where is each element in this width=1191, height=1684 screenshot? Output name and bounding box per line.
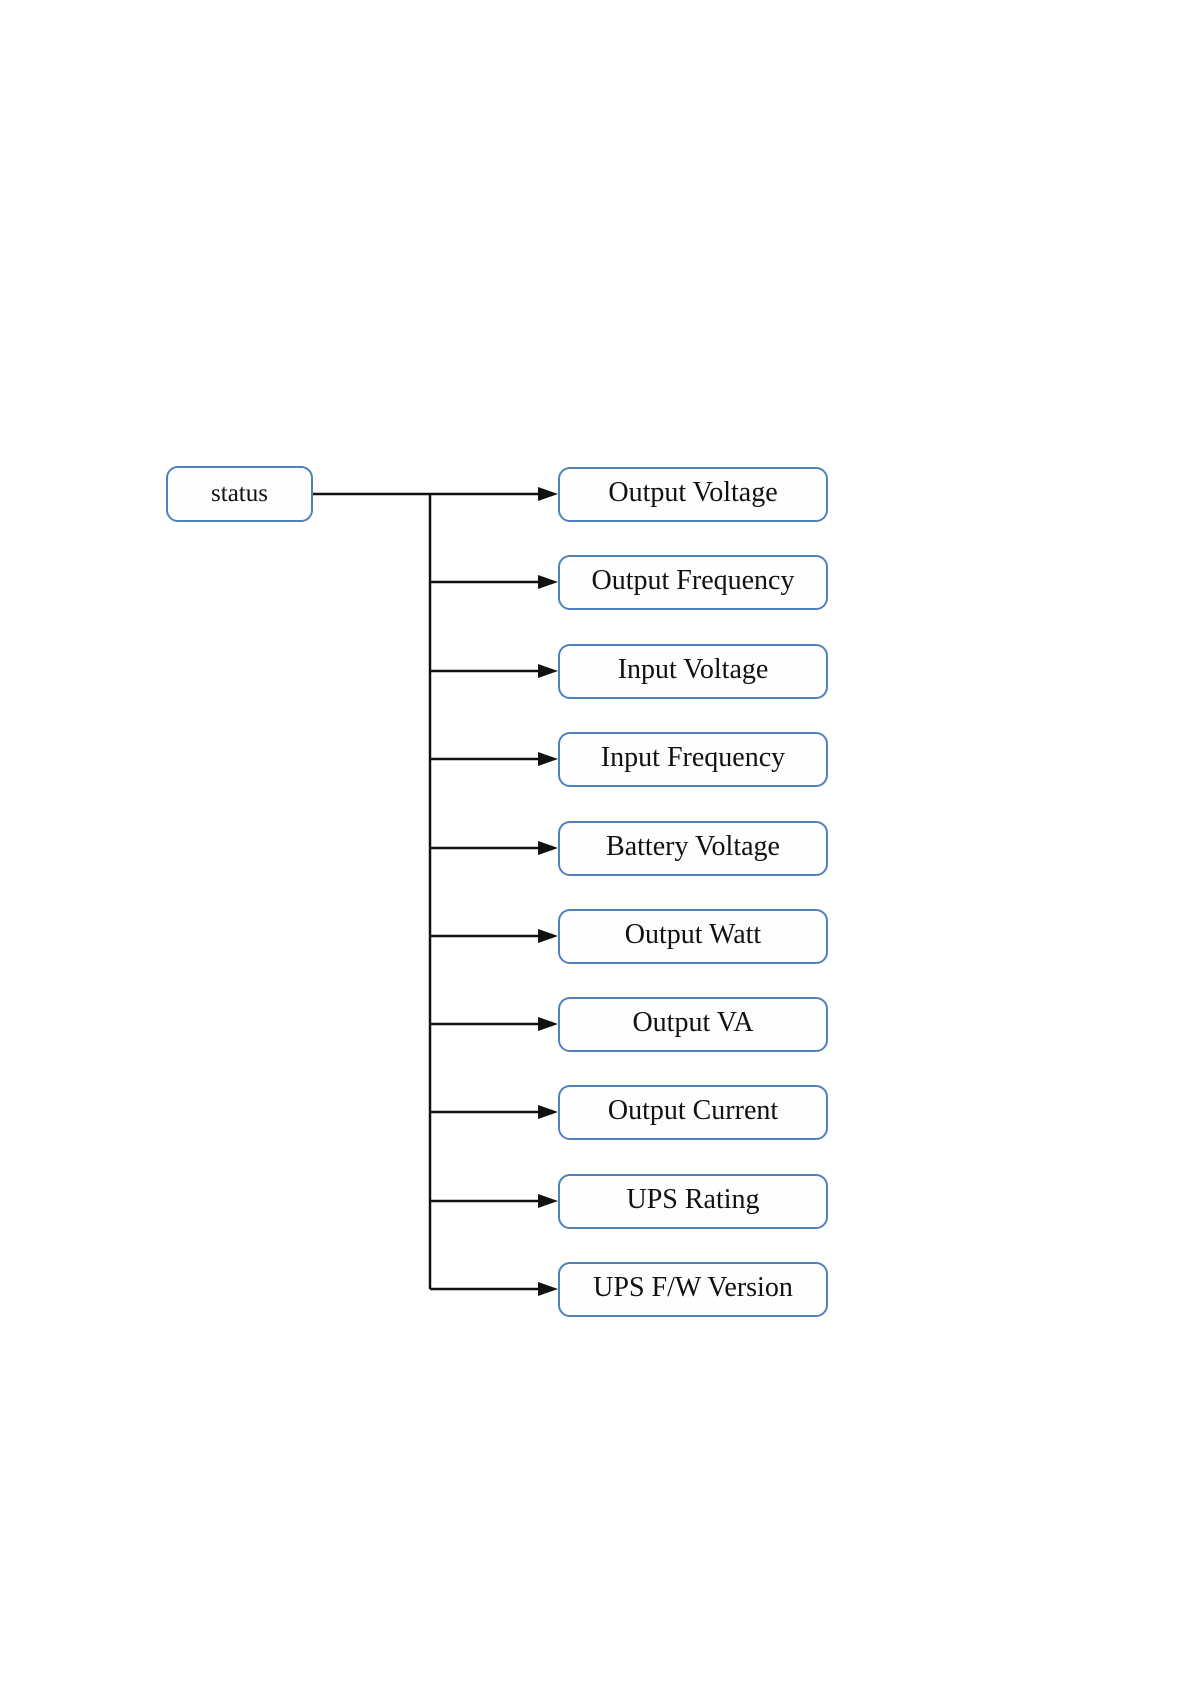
node-status: status — [166, 466, 313, 522]
arrowhead-icon — [538, 1105, 558, 1119]
node-label: Output Voltage — [608, 477, 778, 508]
node-output-watt: Output Watt — [558, 908, 828, 964]
arrowhead-icon — [538, 487, 558, 501]
node-battery-voltage: Battery Voltage — [558, 820, 828, 876]
node-ups-rating: UPS Rating — [558, 1173, 828, 1229]
node-label: Input Voltage — [617, 654, 769, 685]
arrowhead-icon — [538, 841, 558, 855]
node-label: status — [211, 479, 268, 507]
arrowhead-icon — [538, 1282, 558, 1296]
arrowhead-icon — [538, 752, 558, 766]
node-input-frequency: Input Frequency — [558, 731, 828, 787]
node-label: Battery Voltage — [606, 831, 780, 862]
node-output-frequency: Output Frequency — [558, 554, 828, 610]
arrowhead-icon — [538, 664, 558, 678]
node-ups-f-w-version: UPS F/W Version — [558, 1261, 828, 1317]
node-label: Output Frequency — [591, 565, 795, 596]
node-input-voltage: Input Voltage — [558, 643, 828, 699]
node-label: Output Current — [607, 1095, 779, 1126]
arrowhead-icon — [538, 1194, 558, 1208]
node-label: Input Frequency — [600, 742, 786, 773]
arrowhead-icon — [538, 1017, 558, 1031]
node-label: UPS Rating — [626, 1184, 760, 1215]
node-output-voltage: Output Voltage — [558, 466, 828, 522]
node-output-va: Output VA — [558, 996, 828, 1052]
node-label: UPS F/W Version — [593, 1272, 793, 1303]
arrowhead-icon — [538, 929, 558, 943]
node-label: Output VA — [632, 1007, 754, 1038]
arrowhead-icon — [538, 575, 558, 589]
node-output-current: Output Current — [558, 1084, 828, 1140]
node-label: Output Watt — [624, 919, 762, 950]
